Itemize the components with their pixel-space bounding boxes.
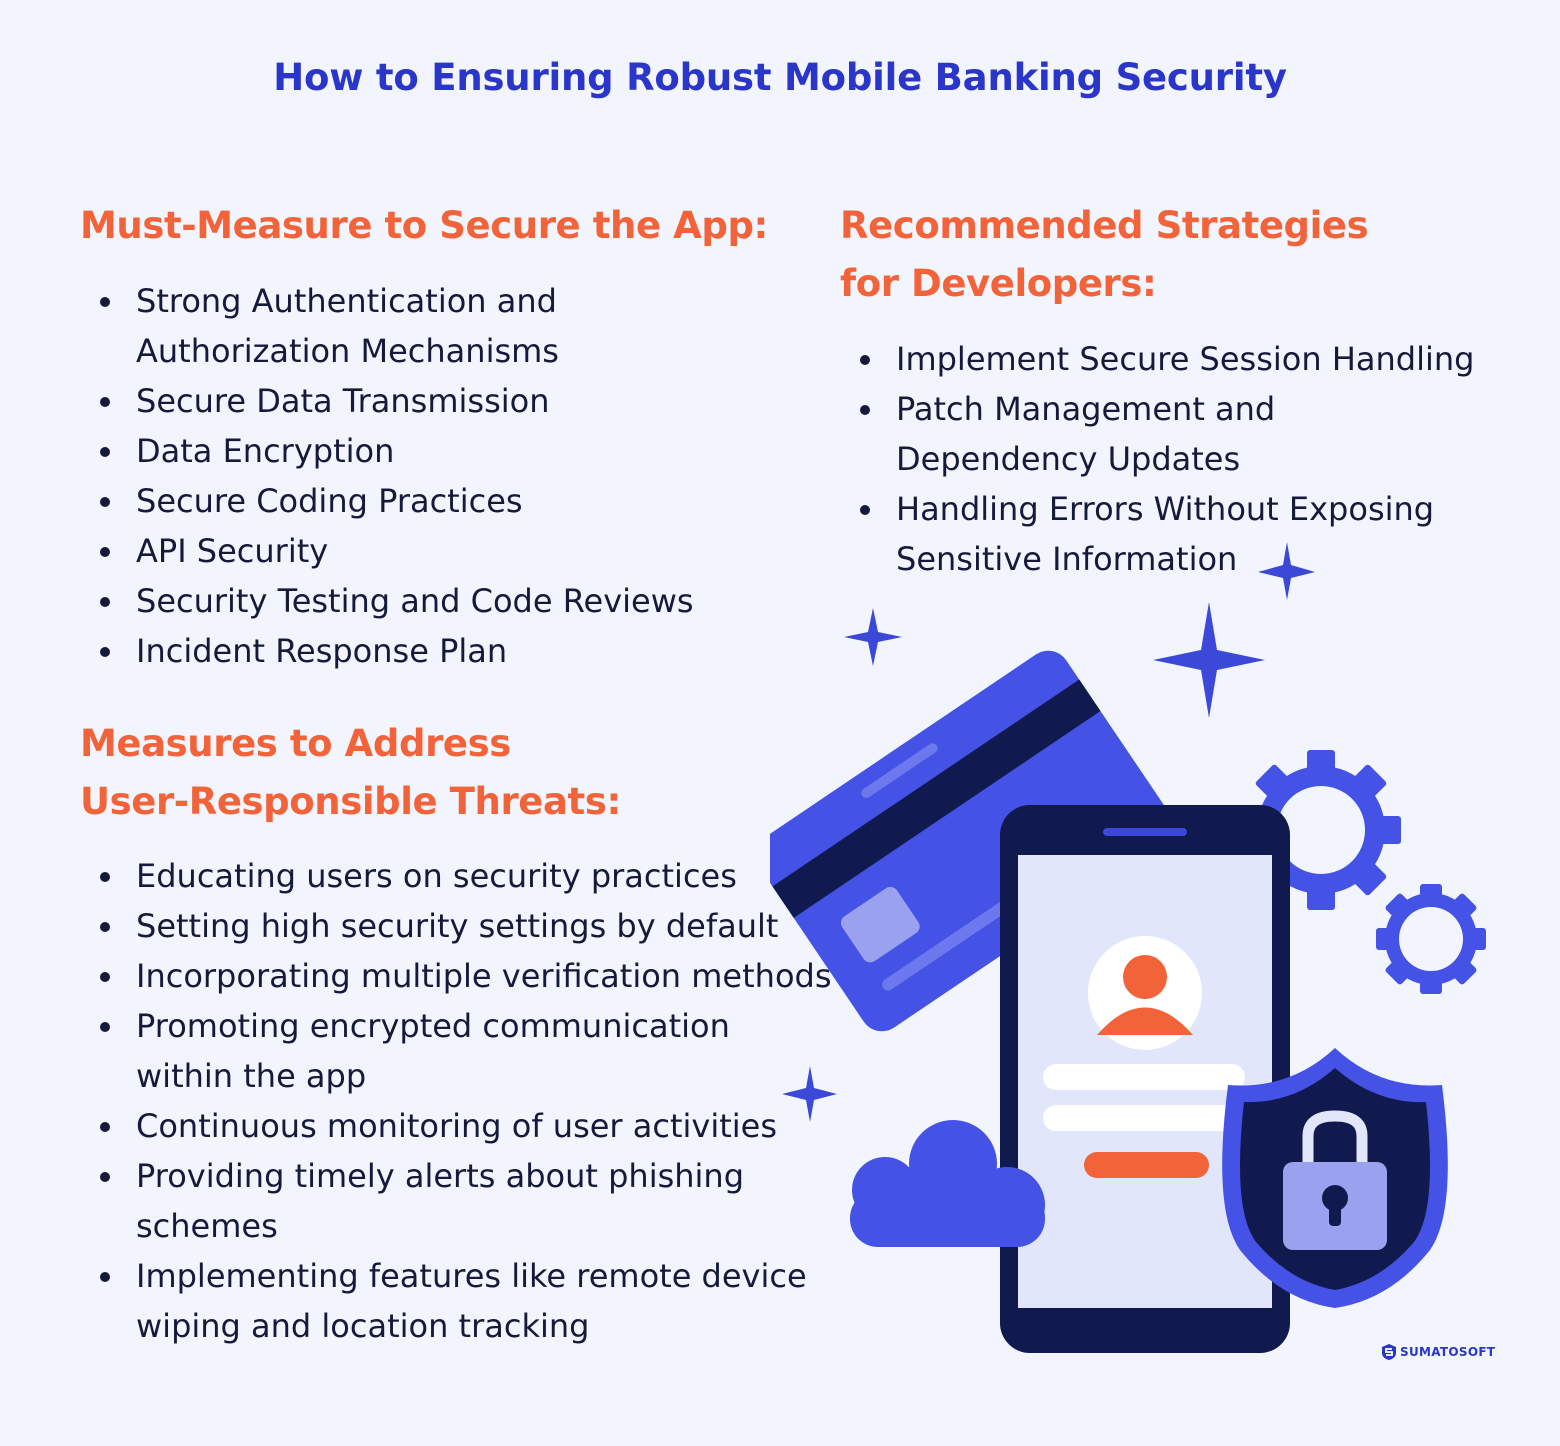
list-item-text: Providing timely alerts about phishing bbox=[136, 1157, 745, 1195]
list-item-text: Handling Errors Without Exposing bbox=[896, 490, 1435, 528]
list-item-text: schemes bbox=[136, 1207, 278, 1245]
list-item: Implement Secure Session Handling bbox=[840, 334, 1520, 384]
list-item-text: Data Encryption bbox=[136, 432, 395, 470]
list-item: Continuous monitoring of user activities bbox=[80, 1101, 840, 1151]
logo-text: SUMATOSOFT bbox=[1400, 1345, 1496, 1359]
shield-lock-icon bbox=[1222, 1048, 1448, 1308]
recommended-heading-line: for Developers: bbox=[840, 262, 1157, 305]
list-item: Promoting encrypted communication within … bbox=[80, 1001, 840, 1101]
list-item: API Security bbox=[80, 526, 800, 576]
gear-icon bbox=[1241, 750, 1486, 994]
list-item-text: API Security bbox=[136, 532, 329, 570]
logo-mark-icon bbox=[1382, 1344, 1396, 1360]
list-item: Setting high security settings by defaul… bbox=[80, 901, 840, 951]
cloud-icon bbox=[850, 1120, 1045, 1247]
list-item: Secure Data Transmission bbox=[80, 376, 800, 426]
list-item: Implementing features like remote device… bbox=[80, 1251, 840, 1351]
list-item: Providing timely alerts about phishing sc… bbox=[80, 1151, 840, 1251]
list-item-text: Educating users on security practices bbox=[136, 857, 737, 895]
page-title: How to Ensuring Robust Mobile Banking Se… bbox=[273, 56, 1287, 99]
smartphone-icon bbox=[1000, 805, 1290, 1353]
sparkle-icon bbox=[782, 542, 1315, 1122]
recommended-heading-line: Recommended Strategies bbox=[840, 204, 1369, 247]
list-item: Incorporating multiple verification meth… bbox=[80, 951, 840, 1001]
list-item-text: Incorporating multiple verification meth… bbox=[136, 957, 832, 995]
list-item-text: Strong Authentication and bbox=[136, 282, 557, 320]
list-item: Security Testing and Code Reviews bbox=[80, 576, 800, 626]
list-item-text: Patch Management and bbox=[896, 390, 1276, 428]
list-item-text: Implementing features like remote device bbox=[136, 1257, 807, 1295]
list-item: Educating users on security practices bbox=[80, 851, 840, 901]
user-threats-heading: Measures to Address User-Responsible Thr… bbox=[80, 715, 621, 831]
list-item: Data Encryption bbox=[80, 426, 800, 476]
list-item-text: Continuous monitoring of user activities bbox=[136, 1107, 778, 1145]
sumatosoft-logo: SUMATOSOFT bbox=[1382, 1344, 1495, 1360]
list-item-text: Implement Secure Session Handling bbox=[896, 340, 1475, 378]
list-item-text: Authorization Mechanisms bbox=[136, 332, 559, 370]
list-item: Incident Response Plan bbox=[80, 626, 800, 676]
list-item-text: Sensitive Information bbox=[896, 540, 1238, 578]
security-illustration bbox=[770, 542, 1486, 1353]
list-item-text: wiping and location tracking bbox=[136, 1307, 590, 1345]
user-threats-heading-line: User-Responsible Threats: bbox=[80, 780, 621, 823]
list-item-text: Dependency Updates bbox=[896, 440, 1241, 478]
list-item-text: Security Testing and Code Reviews bbox=[136, 582, 694, 620]
list-item-text: Promoting encrypted communication bbox=[136, 1007, 730, 1045]
must-measure-heading: Must-Measure to Secure the App: bbox=[80, 204, 768, 247]
list-item-text: Secure Data Transmission bbox=[136, 382, 550, 420]
user-threats-heading-line: Measures to Address bbox=[80, 722, 511, 765]
user-avatar-icon bbox=[1088, 936, 1202, 1050]
list-item-text: Secure Coding Practices bbox=[136, 482, 523, 520]
list-item: Secure Coding Practices bbox=[80, 476, 800, 526]
list-item-text: within the app bbox=[136, 1057, 367, 1095]
list-item-text: Incident Response Plan bbox=[136, 632, 508, 670]
list-item-text: Setting high security settings by defaul… bbox=[136, 907, 779, 945]
recommended-heading: Recommended Strategies for Developers: bbox=[840, 197, 1369, 313]
